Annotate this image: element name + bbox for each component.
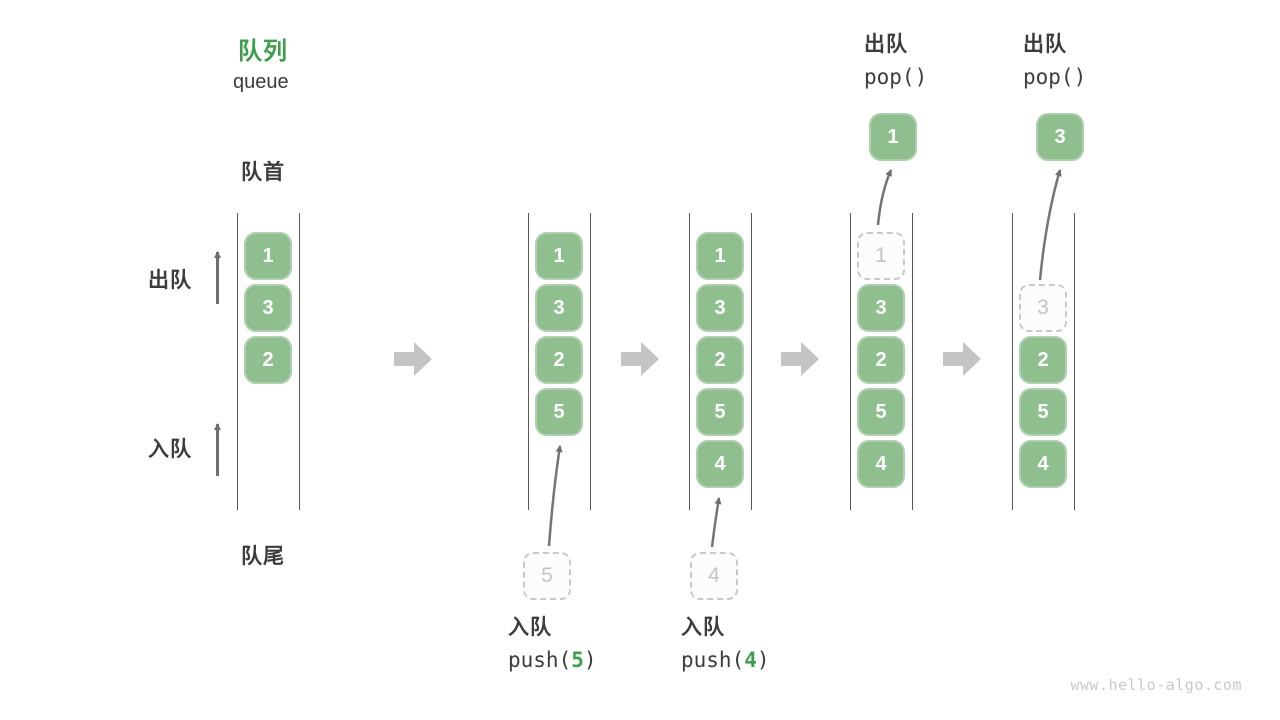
op-label-zh: 入队	[508, 616, 552, 639]
queue-element: 2	[1019, 336, 1067, 384]
op-label-zh: 出队	[1023, 33, 1067, 56]
enqueue-operation-label: 入队 push(5)	[508, 613, 597, 677]
label-queue-rear: 队尾	[241, 545, 285, 568]
queue-element: 3	[857, 284, 905, 332]
incoming-element-ghost: 5	[523, 552, 571, 600]
dequeued-element-ghost: 3	[1019, 284, 1067, 332]
op-arg: 4	[744, 648, 757, 672]
queue-element: 5	[696, 388, 744, 436]
queue-element: 2	[244, 336, 292, 384]
queue-element: 1	[535, 232, 583, 280]
op-fn: push(	[681, 648, 745, 672]
queue-element: 1	[244, 232, 292, 280]
queue-element: 2	[535, 336, 583, 384]
incoming-element-ghost: 4	[690, 552, 738, 600]
queue-column-state-5: 3 2 5 4	[1012, 213, 1075, 510]
popped-element: 1	[869, 113, 917, 161]
queue-element: 3	[244, 284, 292, 332]
op-code: pop()	[1023, 65, 1087, 89]
op-fn: push(	[508, 648, 572, 672]
popped-element: 3	[1036, 113, 1084, 161]
queue-element: 2	[857, 336, 905, 384]
queue-element: 4	[857, 440, 905, 488]
queue-element: 2	[696, 336, 744, 384]
transition-arrow-icon	[943, 342, 981, 376]
diagram-title-zh: 队列	[238, 38, 288, 65]
diagram-title-en: queue	[233, 71, 289, 93]
op-label-zh: 出队	[864, 33, 908, 56]
queue-element: 4	[696, 440, 744, 488]
queue-element: 1	[696, 232, 744, 280]
queue-element: 5	[535, 388, 583, 436]
op-code: pop()	[864, 65, 928, 89]
enqueue-operation-label: 入队 push(4)	[681, 613, 770, 677]
queue-element: 3	[696, 284, 744, 332]
transition-arrow-icon	[621, 342, 659, 376]
label-queue-front: 队首	[241, 161, 285, 184]
watermark: www.hello-algo.com	[1070, 676, 1242, 694]
op-code: push(4)	[681, 643, 770, 677]
op-close: )	[583, 648, 597, 672]
dequeue-operation-label: 出队 pop()	[864, 30, 927, 94]
transition-arrow-icon	[781, 342, 819, 376]
transition-arrow-icon	[394, 342, 432, 376]
label-enqueue-side: 入队	[148, 438, 192, 461]
queue-element: 3	[535, 284, 583, 332]
op-close: )	[756, 648, 770, 672]
queue-column-state-3: 1 3 2 5 4	[689, 213, 752, 510]
queue-column-state-1: 1 3 2	[237, 213, 300, 510]
dequeued-element-ghost: 1	[857, 232, 905, 280]
queue-column-state-2: 1 3 2 5	[528, 213, 591, 510]
queue-column-state-4: 1 3 2 5 4	[850, 213, 913, 510]
dequeue-operation-label: 出队 pop()	[1023, 30, 1086, 94]
op-label-zh: 入队	[681, 616, 725, 639]
op-arg: 5	[571, 648, 584, 672]
label-dequeue-side: 出队	[148, 269, 192, 292]
op-code: push(5)	[508, 643, 597, 677]
queue-element: 5	[1019, 388, 1067, 436]
queue-element: 5	[857, 388, 905, 436]
queue-element: 4	[1019, 440, 1067, 488]
